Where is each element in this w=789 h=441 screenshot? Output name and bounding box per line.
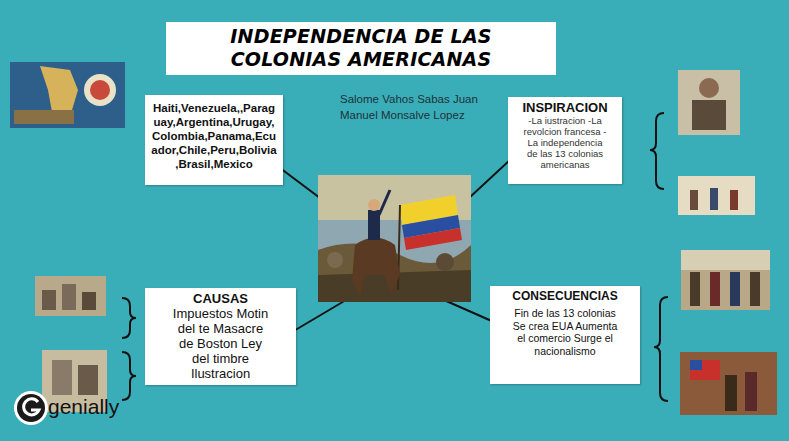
box-text: -La iustracion -La revolcion francesa -L… (516, 115, 614, 170)
text-box: INSPIRACION-La iustracion -La revolcion … (508, 97, 622, 184)
box-heading: CAUSAS (151, 291, 290, 306)
right-pictures (678, 70, 777, 415)
text-box: CAUSASImpuestos Motin del te Masacre de … (145, 288, 296, 385)
title-box: INDEPENDENCIA DE LAS COLONIAS AMERICANAS (166, 22, 556, 75)
center-painting (318, 175, 471, 302)
left-pictures (35, 276, 107, 412)
box-text: Impuestos Motin del te Masacre de Boston… (151, 306, 290, 381)
logo-icon (14, 391, 48, 425)
box-heading: CONSECUENCIAS (496, 289, 634, 304)
leader-lines (280, 160, 510, 332)
box-text: Haiti,Venezuela,,Paraguay,Argentina,Urug… (150, 101, 278, 171)
map-picture (10, 62, 125, 128)
box-text: Fin de las 13 colonias Se crea EUA Aumen… (496, 304, 634, 357)
title-text: INDEPENDENCIA DE LAS COLONIAS AMERICANAS (174, 25, 548, 71)
logo-text: genially (48, 394, 158, 420)
text-box: Haiti,Venezuela,,Paraguay,Argentina,Urug… (145, 95, 283, 185)
author-names: Salome Vahos Sabas Juan Manuel Monsalve … (340, 91, 490, 123)
text-box: CONSECUENCIASFin de las 13 colonias Se c… (490, 286, 640, 384)
box-heading: INSPIRACION (516, 100, 614, 115)
